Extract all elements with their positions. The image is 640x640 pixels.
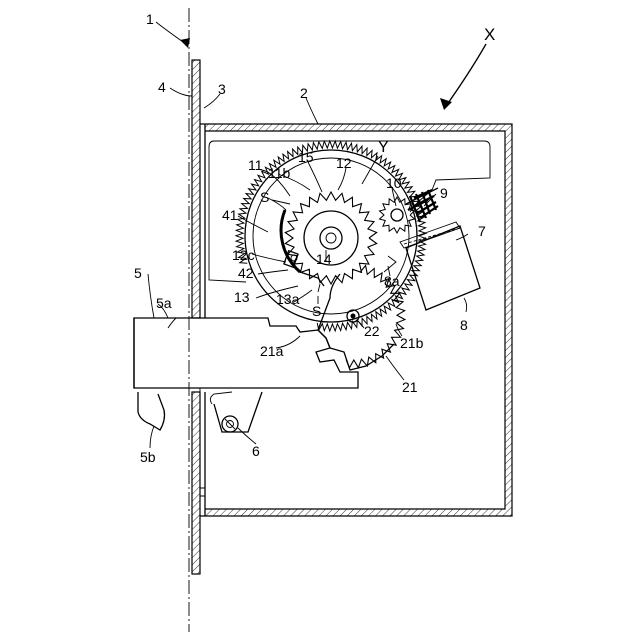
label-8a: 8a (384, 273, 400, 289)
label-11: 11 (248, 157, 263, 173)
label-7: 7 (478, 223, 486, 239)
label-12: 12 (336, 155, 352, 171)
label-S-bottom: S (312, 303, 321, 319)
latch-bolt (134, 318, 358, 430)
s-marker-arrow-bottom (318, 284, 320, 292)
label-6: 6 (252, 443, 260, 459)
motor (400, 222, 480, 310)
axis-arrow (180, 38, 190, 48)
reference-labels: 1 X 4 3 2 Y 15 12 11 11b 10 9 S 41 7 12c… (134, 11, 495, 465)
label-3: 3 (218, 81, 226, 97)
label-4: 4 (158, 79, 166, 95)
label-21a: 21a (260, 343, 284, 359)
label-8: 8 (460, 317, 468, 333)
label-21b: 21b (400, 335, 424, 351)
pivot-center (351, 314, 356, 319)
x-arrow (440, 44, 486, 110)
label-Y: Y (378, 139, 389, 156)
label-22: 22 (364, 323, 380, 339)
label-S-top: S (260, 189, 269, 205)
label-5a: 5a (156, 295, 172, 311)
label-15: 15 (298, 149, 314, 165)
label-11b: 11b (268, 165, 291, 181)
label-1: 1 (146, 11, 154, 27)
label-13: 13 (234, 289, 250, 305)
ringGear-teeth (236, 141, 426, 331)
label-5b: 5b (140, 449, 156, 465)
label-21: 21 (402, 379, 418, 395)
label-2: 2 (300, 85, 308, 101)
lever-6 (210, 392, 262, 432)
shaft-14 (320, 227, 342, 249)
label-10: 10 (386, 175, 402, 191)
shaft-center (326, 233, 336, 243)
label-42: 42 (238, 265, 254, 281)
small-gear-shaft (391, 209, 403, 221)
label-5: 5 (134, 265, 142, 281)
label-9: 9 (440, 185, 448, 201)
label-X: X (484, 25, 495, 44)
label-13a: 13a (276, 291, 300, 307)
label-12c: 12c (232, 247, 255, 263)
label-14: 14 (316, 251, 332, 267)
front-plate (192, 60, 200, 574)
label-41: 41 (222, 207, 238, 223)
carrier-arc-lower (300, 272, 324, 286)
motor-lead-8a (384, 256, 396, 272)
ring-gear-outer (236, 141, 426, 331)
